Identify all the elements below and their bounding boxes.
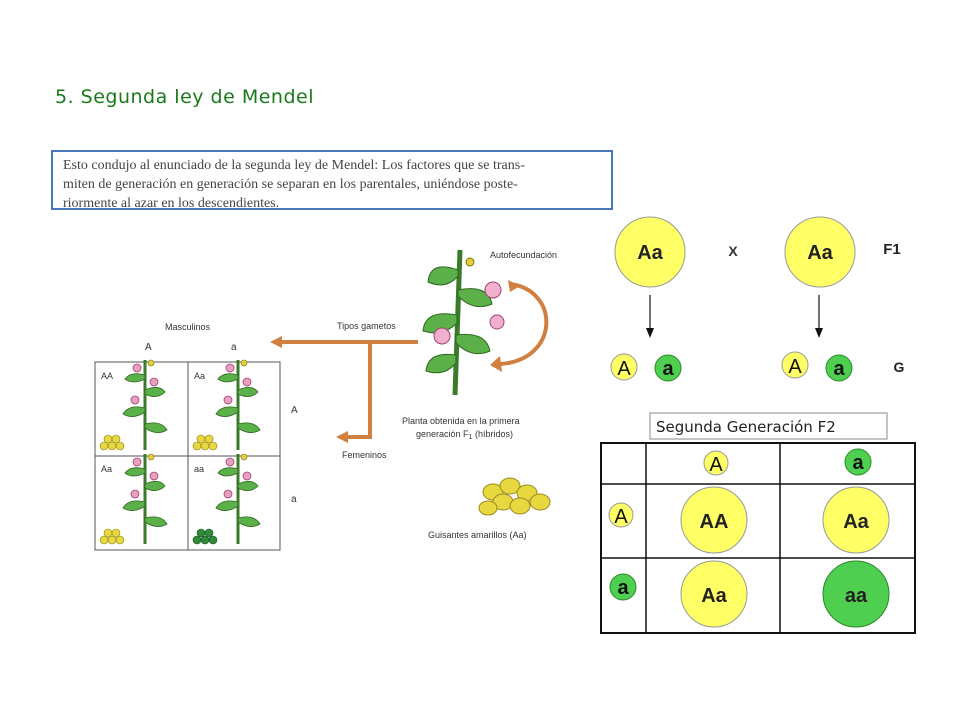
punnett-row-a-circle	[609, 573, 637, 601]
punnett-cell-Aa-2: Aa	[701, 585, 727, 607]
femeninos-label: Femeninos	[342, 450, 387, 460]
arrow-right-down-head	[815, 328, 823, 338]
punnett-col-A-circle	[703, 450, 729, 476]
punnett-col-a: a	[852, 452, 864, 474]
grid-label-4: aa	[194, 464, 204, 474]
female-allele-A: A	[291, 405, 298, 416]
parent-left-circle	[614, 216, 686, 288]
punnett-col-a-circle	[844, 448, 872, 476]
mendel-law-quote: Esto condujo al enunciado de la segunda …	[51, 150, 613, 211]
seeds-yellow-2	[192, 434, 218, 451]
parent-left-label: Aa	[637, 242, 663, 264]
punnett-row-a: a	[617, 577, 629, 599]
tipos-gametos-label: Tipos gametos	[337, 321, 396, 331]
grid-label-1: AA	[101, 371, 113, 381]
planta-obtenida-line2: generación F1 (híbridos)	[416, 429, 513, 441]
gamete-left-a-circle	[654, 354, 682, 382]
seeds-yellow-1	[99, 434, 125, 451]
punnett-cell-aa: aa	[845, 585, 868, 607]
grid-label-2: Aa	[194, 371, 205, 381]
male-allele-a: a	[231, 342, 237, 353]
cross-symbol: X	[728, 243, 738, 259]
female-allele-a: a	[291, 494, 297, 505]
slide-title: 5. Segunda ley de Mendel	[55, 86, 314, 108]
masculinos-label: Masculinos	[165, 322, 211, 332]
female-gametes-arrowhead	[336, 431, 348, 443]
punnett-cell-aa-circle	[822, 560, 890, 628]
f2-title-box	[649, 412, 888, 440]
g-label: G	[894, 359, 905, 375]
arrow-left-down-head	[646, 328, 654, 338]
seeds-green-4	[192, 528, 218, 545]
gamete-right-A: A	[788, 356, 802, 378]
f2-title: Segunda Generación F2	[656, 418, 836, 436]
punnett-cell-Aa-1: Aa	[843, 511, 869, 533]
quote-line-3: riormente al azar en los descendientes.	[63, 196, 280, 211]
punnett-cell-AA-circle	[680, 486, 748, 554]
parent-right-label: Aa	[807, 242, 833, 264]
self-fertilization-arrowtail	[508, 280, 520, 292]
male-gametes-arrowhead	[270, 336, 282, 348]
quote-line-1: Esto condujo al enunciado de la segunda …	[63, 158, 525, 173]
gamete-right-A-circle	[781, 351, 809, 379]
grid-label-3: Aa	[101, 464, 112, 474]
gamete-left-A: A	[617, 358, 631, 380]
seeds-yellow-3	[99, 528, 125, 545]
punnett-cell-Aa-2-circle	[680, 560, 748, 628]
planta-obtenida-line1: Planta obtenida en la primera	[402, 416, 520, 426]
gamete-left-A-circle	[610, 353, 638, 381]
gamete-right-a: a	[833, 358, 845, 380]
punnett-cell-Aa-1-circle	[822, 486, 890, 554]
f1-label: F1	[883, 241, 901, 258]
male-allele-A: A	[145, 342, 152, 353]
self-fertilization-arrowhead	[490, 356, 502, 372]
gamete-left-a: a	[662, 358, 674, 380]
f1-plant	[422, 249, 505, 396]
parent-right-circle	[784, 216, 856, 288]
gamete-right-a-circle	[825, 354, 853, 382]
guisantes-seeds	[478, 477, 551, 516]
punnett-row-A: A	[614, 506, 628, 528]
quote-line-2: miten de generación en generación se sep…	[63, 177, 518, 192]
guisantes-label: Guisantes amarillos (Aa)	[428, 530, 527, 540]
punnett-cell-AA: AA	[700, 511, 729, 533]
autofecundacion-label: Autofecundación	[490, 250, 557, 260]
self-fertilization-arrow	[499, 282, 549, 366]
punnett-row-A-circle	[608, 502, 634, 528]
punnett-col-A: A	[709, 454, 723, 476]
